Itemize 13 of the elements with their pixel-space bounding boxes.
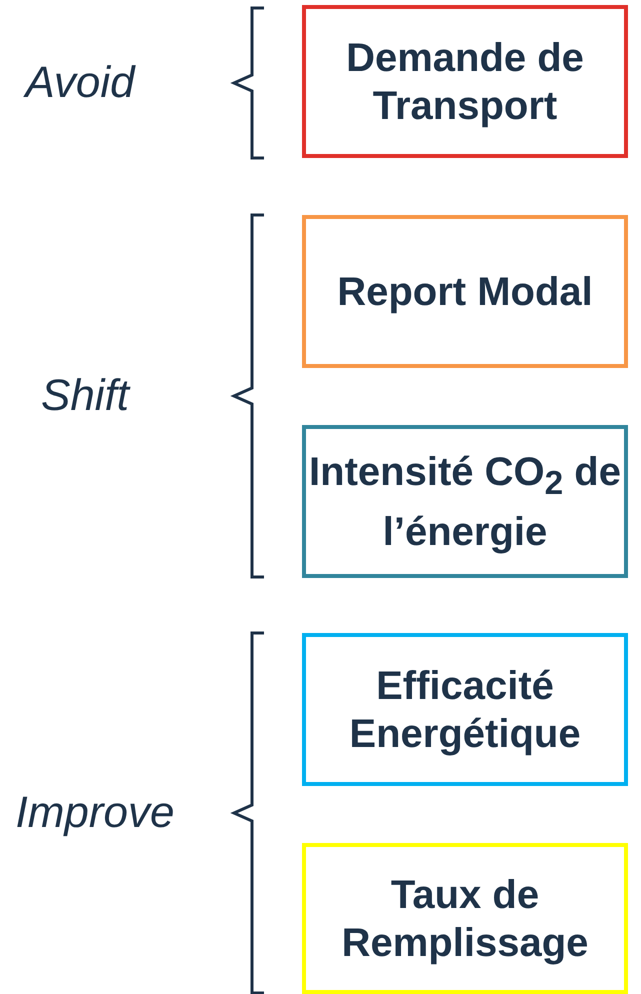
box-label: Demande de Transport <box>345 34 585 130</box>
box-label: Taux de Remplissage <box>340 872 590 966</box>
category-box <box>302 633 628 786</box>
box-label: Report Modal <box>337 268 593 316</box>
group-label: Improve <box>14 788 176 838</box>
group-label: Shift <box>40 371 132 421</box>
category-box <box>302 843 628 994</box>
category-box <box>302 425 628 578</box>
category-box <box>302 215 628 368</box>
box-label: Intensité CO$_{2}$ de l’énergie <box>308 448 622 556</box>
box-label: Efficacité Energétique <box>348 662 582 758</box>
group-label: Avoid <box>22 58 137 108</box>
category-box <box>302 5 628 158</box>
